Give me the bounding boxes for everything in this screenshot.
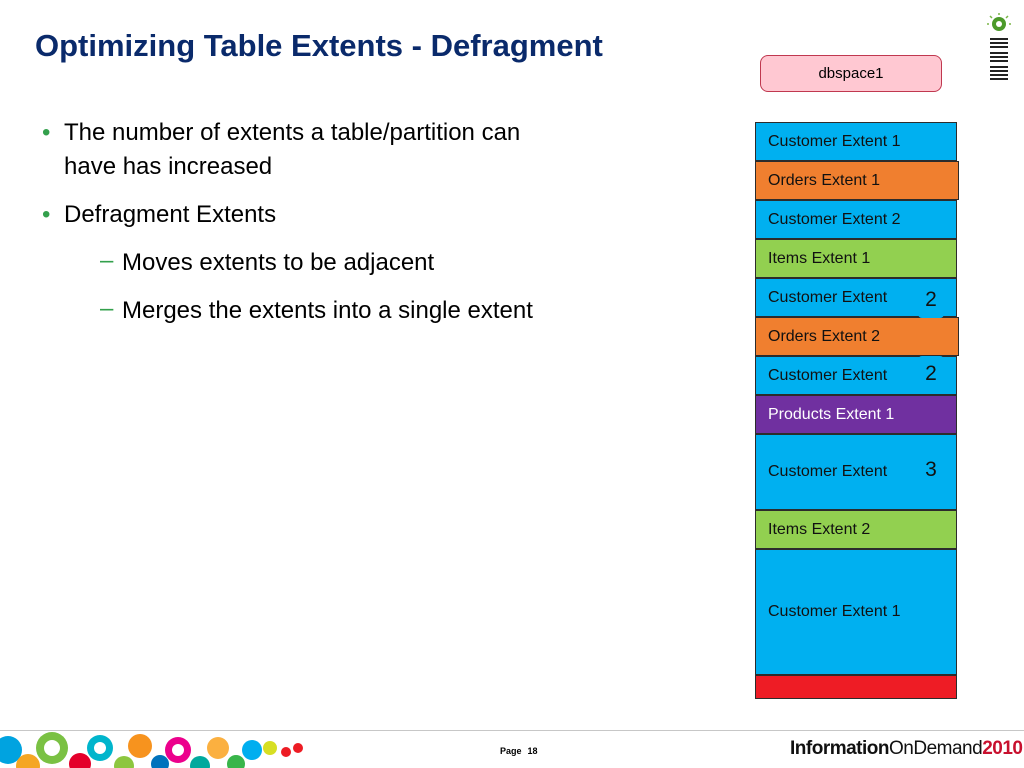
extent-label: Customer Extent 1	[768, 603, 901, 620]
extent-block: Orders Extent 2	[755, 317, 959, 356]
page-value: 18	[527, 746, 538, 756]
decorative-circles-icon	[0, 732, 303, 768]
extent-label: Customer Extent	[768, 288, 888, 306]
extent-label: Orders Extent 2	[768, 327, 881, 345]
brand-word-2: On	[889, 738, 914, 759]
extent-number-badge: 2	[918, 356, 944, 392]
dash-icon: –	[100, 295, 114, 322]
sub-bullet-item: – Merges the extents into a single exten…	[100, 294, 562, 328]
bullet-text: The number of extents a table/partition …	[64, 119, 521, 180]
extent-label: Products Extent 1	[768, 405, 895, 423]
extent-block: Customer Extent 2	[755, 200, 957, 239]
ibm-logo-icon	[987, 13, 1011, 80]
extent-label: Customer Extent 1	[768, 132, 901, 150]
page-label: Page	[500, 746, 522, 756]
extent-block: Customer Extent 1	[755, 122, 957, 161]
sub-bullet-text: Merges the extents into a single extent	[122, 297, 533, 324]
extent-number-badge: 2	[918, 282, 944, 318]
page-number: Page 18	[500, 746, 544, 756]
extent-block: Customer Extent 1	[755, 549, 957, 675]
sub-bullet-item: – Moves extents to be adjacent	[100, 246, 562, 280]
dbspace-header: dbspace1	[760, 55, 942, 92]
bullet-dot-icon: •	[42, 201, 51, 228]
footer-divider	[0, 730, 1024, 731]
bullet-item: • The number of extents a table/partitio…	[42, 116, 562, 184]
extent-label: Items Extent 1	[768, 249, 871, 267]
extent-label: Orders Extent 1	[768, 171, 881, 189]
bullet-text: Defragment Extents	[64, 201, 277, 228]
brand-word-1: Information	[790, 738, 890, 759]
dash-icon: –	[100, 247, 114, 274]
extent-block: Items Extent 2	[755, 510, 957, 549]
bullet-list: • The number of extents a table/partitio…	[42, 116, 562, 342]
extent-label: Customer Extent 2	[768, 210, 901, 228]
bullet-dot-icon: •	[42, 119, 51, 146]
extent-label: Customer Extent	[768, 366, 888, 384]
extent-block	[755, 675, 957, 699]
extent-label: Customer Extent	[768, 463, 888, 480]
extent-block: Customer Extent	[755, 434, 957, 510]
extent-block: Orders Extent 1	[755, 161, 959, 200]
bullet-item: • Defragment Extents	[42, 198, 562, 232]
brand-logo: InformationOnDemand2010	[790, 738, 1023, 760]
extent-label: Items Extent 2	[768, 520, 871, 538]
brand-year: 2010	[982, 738, 1023, 759]
extent-block: Products Extent 1	[755, 395, 957, 434]
brand-word-3: Demand	[913, 738, 983, 759]
sub-bullet-text: Moves extents to be adjacent	[122, 249, 435, 276]
extent-number-badge: 3	[918, 452, 944, 488]
slide-title: Optimizing Table Extents - Defragment	[35, 28, 603, 63]
extent-block: Items Extent 1	[755, 239, 957, 278]
